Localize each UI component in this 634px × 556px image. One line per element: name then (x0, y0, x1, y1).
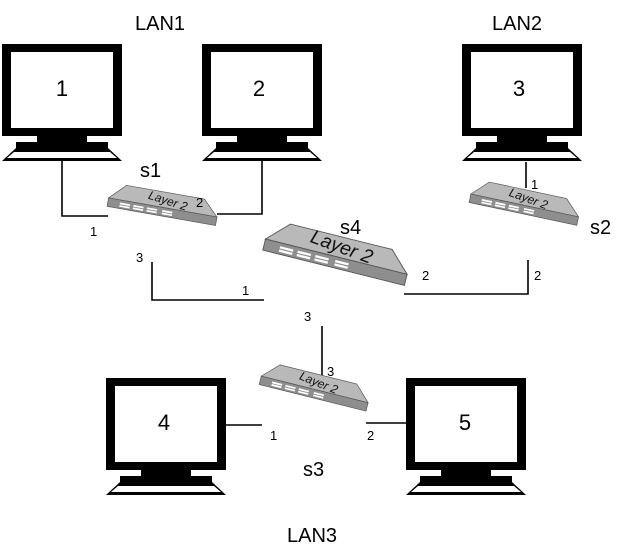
host-5-number: 5 (459, 410, 471, 435)
port-s3-2: 2 (367, 428, 374, 443)
switch-s2-name: s2 (590, 217, 611, 239)
host-2: 2 (202, 44, 322, 161)
host-4-number: 4 (158, 410, 170, 435)
port-s4-2: 2 (422, 268, 429, 283)
lan3-label: LAN3 (287, 525, 337, 547)
port-s2-1: 1 (531, 177, 538, 192)
switch-s1-name: s1 (140, 160, 161, 182)
port-s3-3: 3 (327, 364, 334, 379)
lan2-label: LAN2 (492, 13, 542, 35)
host-1: 1 (2, 44, 122, 161)
switch-s3: Layer 2 (258, 360, 373, 412)
port-s4-3: 3 (304, 309, 311, 324)
computer-icon (106, 378, 226, 495)
host-3-number: 3 (513, 76, 525, 101)
switch-s4: Layer 2 (262, 218, 413, 286)
port-s4-1: 1 (242, 283, 249, 298)
link-s1-s4 (151, 262, 264, 301)
link-h2-s1 (217, 160, 263, 215)
computer-icon (462, 44, 582, 161)
switch-s3-name: s3 (303, 459, 324, 481)
computer-icon (406, 378, 526, 495)
port-s1-2: 2 (196, 195, 203, 210)
link-s4-s2 (404, 260, 529, 295)
link-h1-s1 (61, 160, 108, 217)
host-3: 3 (462, 44, 582, 161)
host-4: 4 (106, 378, 226, 495)
host-5: 5 (406, 378, 526, 495)
computer-icon (2, 44, 122, 161)
host-1-number: 1 (56, 76, 68, 101)
computer-icon (202, 44, 322, 161)
port-s2-2: 2 (534, 268, 541, 283)
port-s1-3: 3 (136, 250, 143, 265)
switch-s4-name: s4 (340, 217, 361, 239)
port-s1-1: 1 (90, 224, 97, 239)
host-2-number: 2 (253, 76, 265, 101)
port-s3-1: 1 (270, 428, 277, 443)
lan1-label: LAN1 (135, 13, 185, 35)
